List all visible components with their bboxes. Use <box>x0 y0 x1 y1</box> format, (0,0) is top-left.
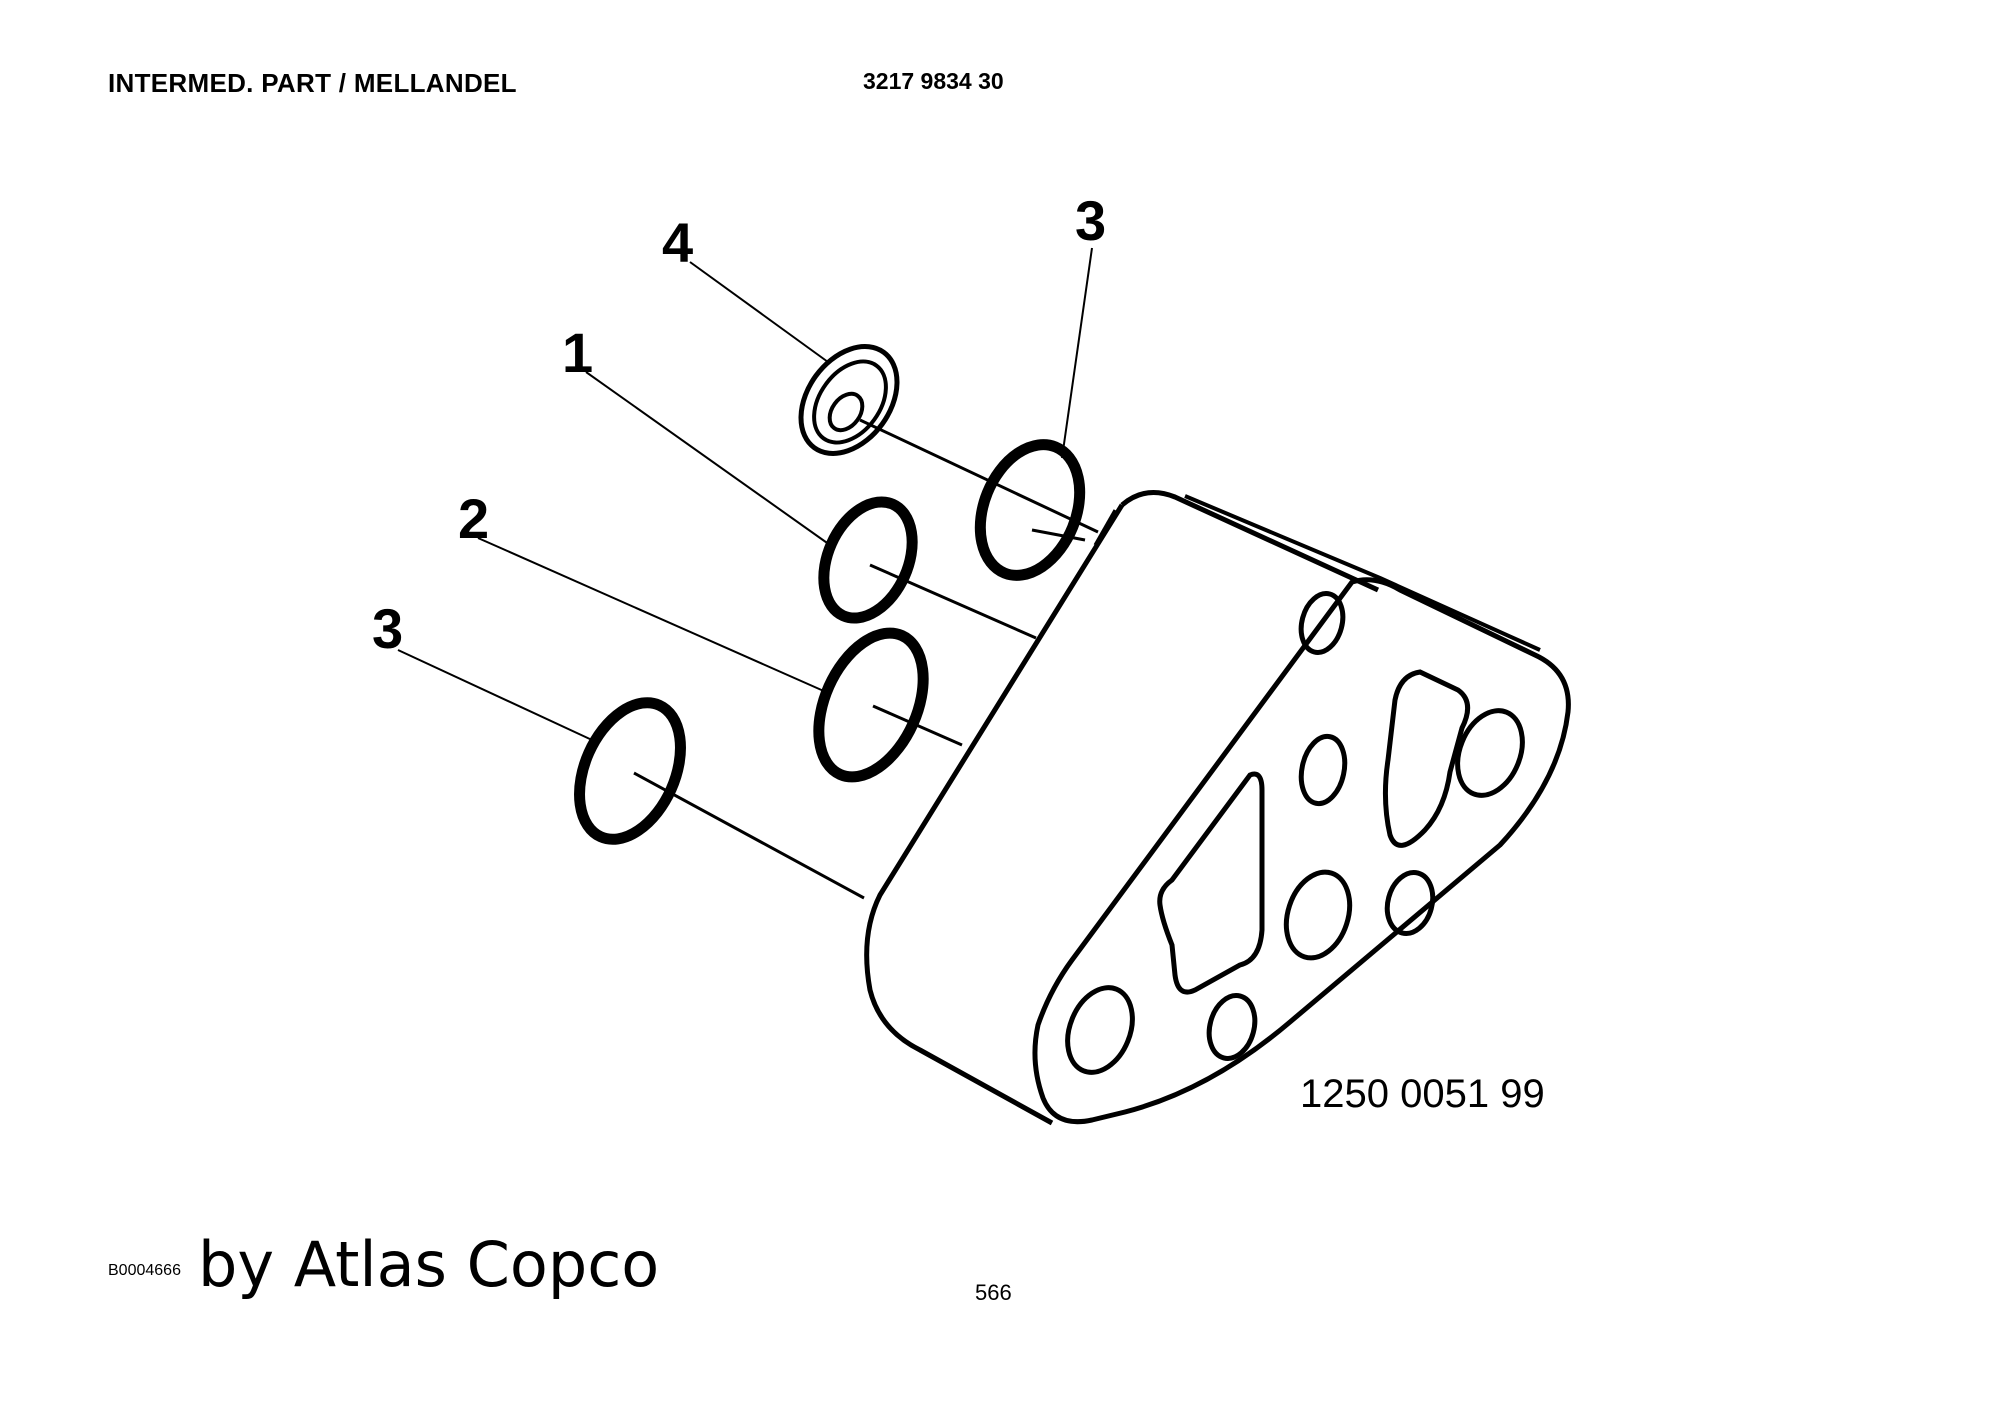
o-ring-item-1 <box>818 496 1037 640</box>
o-ring-item-3-left <box>574 697 865 900</box>
page-number: 566 <box>975 1280 1012 1305</box>
drawing-number: 1250 0051 99 <box>1300 1072 1545 1116</box>
document-part-number: 3217 9834 30 <box>863 68 1004 94</box>
callout-3-top: 3 <box>1075 189 1106 252</box>
leader-lines <box>397 247 1093 741</box>
washer-item-4 <box>798 344 1099 534</box>
callout-4: 4 <box>662 211 693 274</box>
footer-reference: B0004666 <box>108 1262 181 1279</box>
part-holes <box>1065 591 1525 1075</box>
intermediate-part-body <box>864 490 1571 1126</box>
o-ring-item-2 <box>813 627 963 783</box>
callout-2: 2 <box>458 487 489 550</box>
callout-3-left: 3 <box>372 597 403 660</box>
document-title: INTERMED. PART / MELLANDEL <box>108 68 517 98</box>
o-ring-item-3-top <box>974 439 1086 581</box>
brand-label: by Atlas Copco <box>198 1228 660 1301</box>
